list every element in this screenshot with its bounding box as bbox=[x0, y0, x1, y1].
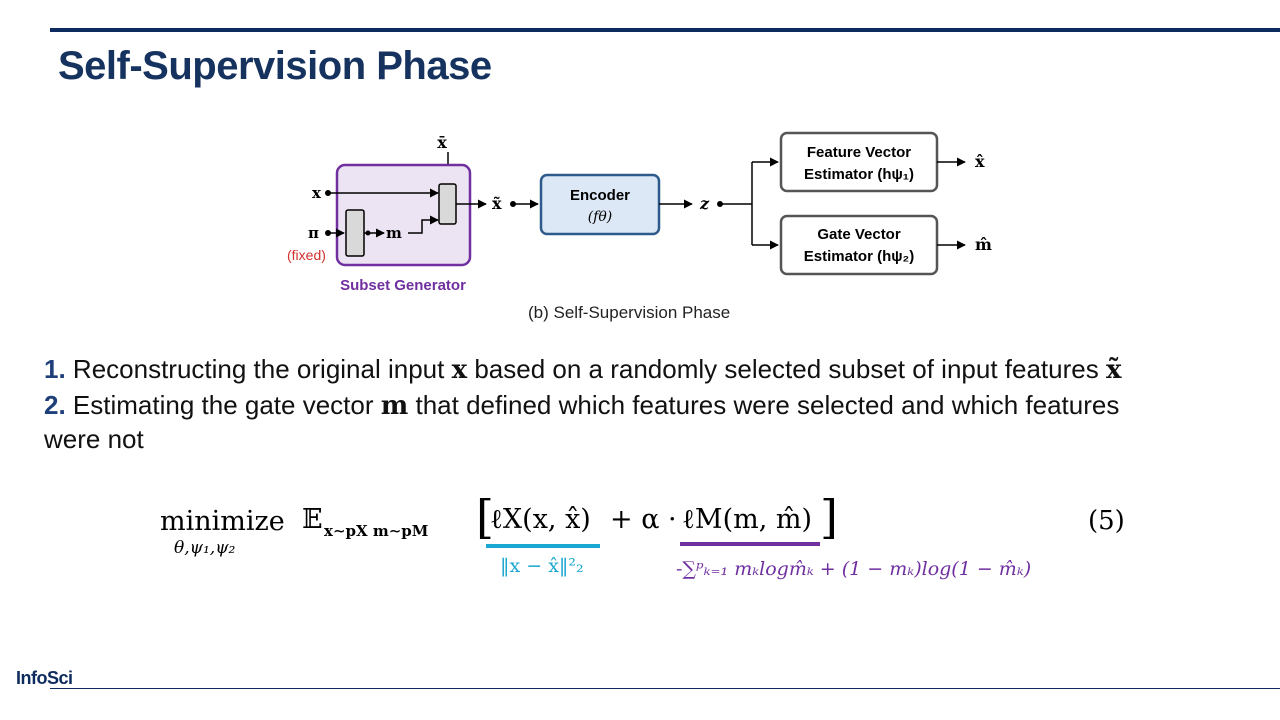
m-label: m bbox=[386, 224, 402, 242]
gate-estimator-box bbox=[779, 214, 939, 276]
x-input-label: x bbox=[312, 184, 322, 202]
plus-alpha: + α · bbox=[610, 504, 677, 535]
gate-estimator-line1: Gate Vector bbox=[817, 226, 901, 243]
expectation-subscript: x∼pX m∼pM bbox=[324, 522, 429, 540]
subset-generator-label: Subset Generator bbox=[340, 277, 466, 294]
m-to-mixer-arrow bbox=[408, 215, 439, 234]
top-rule bbox=[50, 28, 1280, 32]
objective-formula: minimize θ,ψ₁,ψ₂ 𝔼 x∼pX m∼pM [ ℓX(x, x̂)… bbox=[160, 490, 1160, 596]
x-input-dot bbox=[325, 190, 331, 196]
minimize-label: minimize bbox=[160, 506, 285, 537]
pi-input-dot bbox=[325, 230, 331, 236]
loss-x-definition: ‖x − x̂‖²₂ bbox=[500, 555, 584, 577]
feature-estimator-line2: Estimator (hψ₁) bbox=[804, 166, 914, 183]
point-1-symbol-x-tilde: x̃ bbox=[1105, 355, 1122, 385]
bottom-rule bbox=[50, 688, 1280, 689]
encoder-label: Encoder bbox=[570, 187, 630, 204]
point-2-symbol-m: m bbox=[380, 391, 409, 421]
bracket-close: ] bbox=[820, 490, 838, 544]
x-tilde-label: x̃ bbox=[492, 194, 502, 213]
point-2: 2. Estimating the gate vector m that def… bbox=[44, 388, 1119, 423]
slide-title: Self-Supervision Phase bbox=[58, 44, 492, 88]
mixer-block bbox=[438, 183, 457, 225]
point-2-number: 2. bbox=[44, 390, 66, 420]
z-dot bbox=[717, 201, 723, 207]
m-dot bbox=[365, 230, 371, 236]
bracket-open: [ bbox=[476, 490, 494, 544]
loss-x-underline bbox=[486, 544, 600, 548]
minimize-subscript: θ,ψ₁,ψ₂ bbox=[174, 538, 236, 558]
point-1-symbol-x: x bbox=[451, 355, 468, 385]
fixed-label: (fixed) bbox=[287, 247, 326, 263]
x-bar-label: x̄ bbox=[437, 133, 447, 152]
point-1-text-b: based on a randomly selected subset of i… bbox=[467, 354, 1106, 384]
m-hat-label: m̂ bbox=[975, 235, 992, 254]
x-tilde-dot bbox=[510, 201, 516, 207]
loss-m-underline bbox=[680, 542, 820, 546]
expectation-symbol: 𝔼 bbox=[302, 504, 323, 535]
gate-estimator-line2: Estimator (hψ₂) bbox=[804, 248, 914, 265]
encoder-box bbox=[539, 173, 661, 236]
architecture-diagram: x̄ x π (fixed) m Subset Generator x̃ Enc… bbox=[287, 131, 992, 294]
feature-estimator-line1: Feature Vector bbox=[807, 144, 911, 161]
loss-m-definition: -∑ᵖₖ₌₁ mₖlogm̂ₖ + (1 − mₖ)log(1 − m̂ₖ) bbox=[676, 558, 1032, 580]
sampler-block bbox=[345, 209, 365, 257]
point-1: 1. Reconstructing the original input x b… bbox=[44, 352, 1121, 387]
point-1-number: 1. bbox=[44, 354, 66, 384]
encoder-function-label: (fθ) bbox=[588, 209, 613, 225]
equation-number: (5) bbox=[1088, 506, 1125, 536]
x-hat-label: x̂ bbox=[975, 152, 985, 171]
loss-x-term: ℓX(x, x̂) bbox=[490, 504, 591, 535]
pi-input-label: π bbox=[308, 224, 319, 242]
diagram-caption: (b) Self-Supervision Phase bbox=[528, 303, 731, 322]
infosci-logo: InfoSci bbox=[16, 668, 73, 688]
loss-m-term: ℓM(m, m̂) bbox=[682, 504, 813, 535]
point-1-text-a: Reconstructing the original input bbox=[65, 354, 452, 384]
z-label: z bbox=[699, 194, 710, 213]
point-2-continuation: were not bbox=[44, 424, 144, 454]
point-2-text-a: Estimating the gate vector bbox=[65, 390, 381, 420]
point-2-text-b: that defined which features were selecte… bbox=[408, 390, 1120, 420]
